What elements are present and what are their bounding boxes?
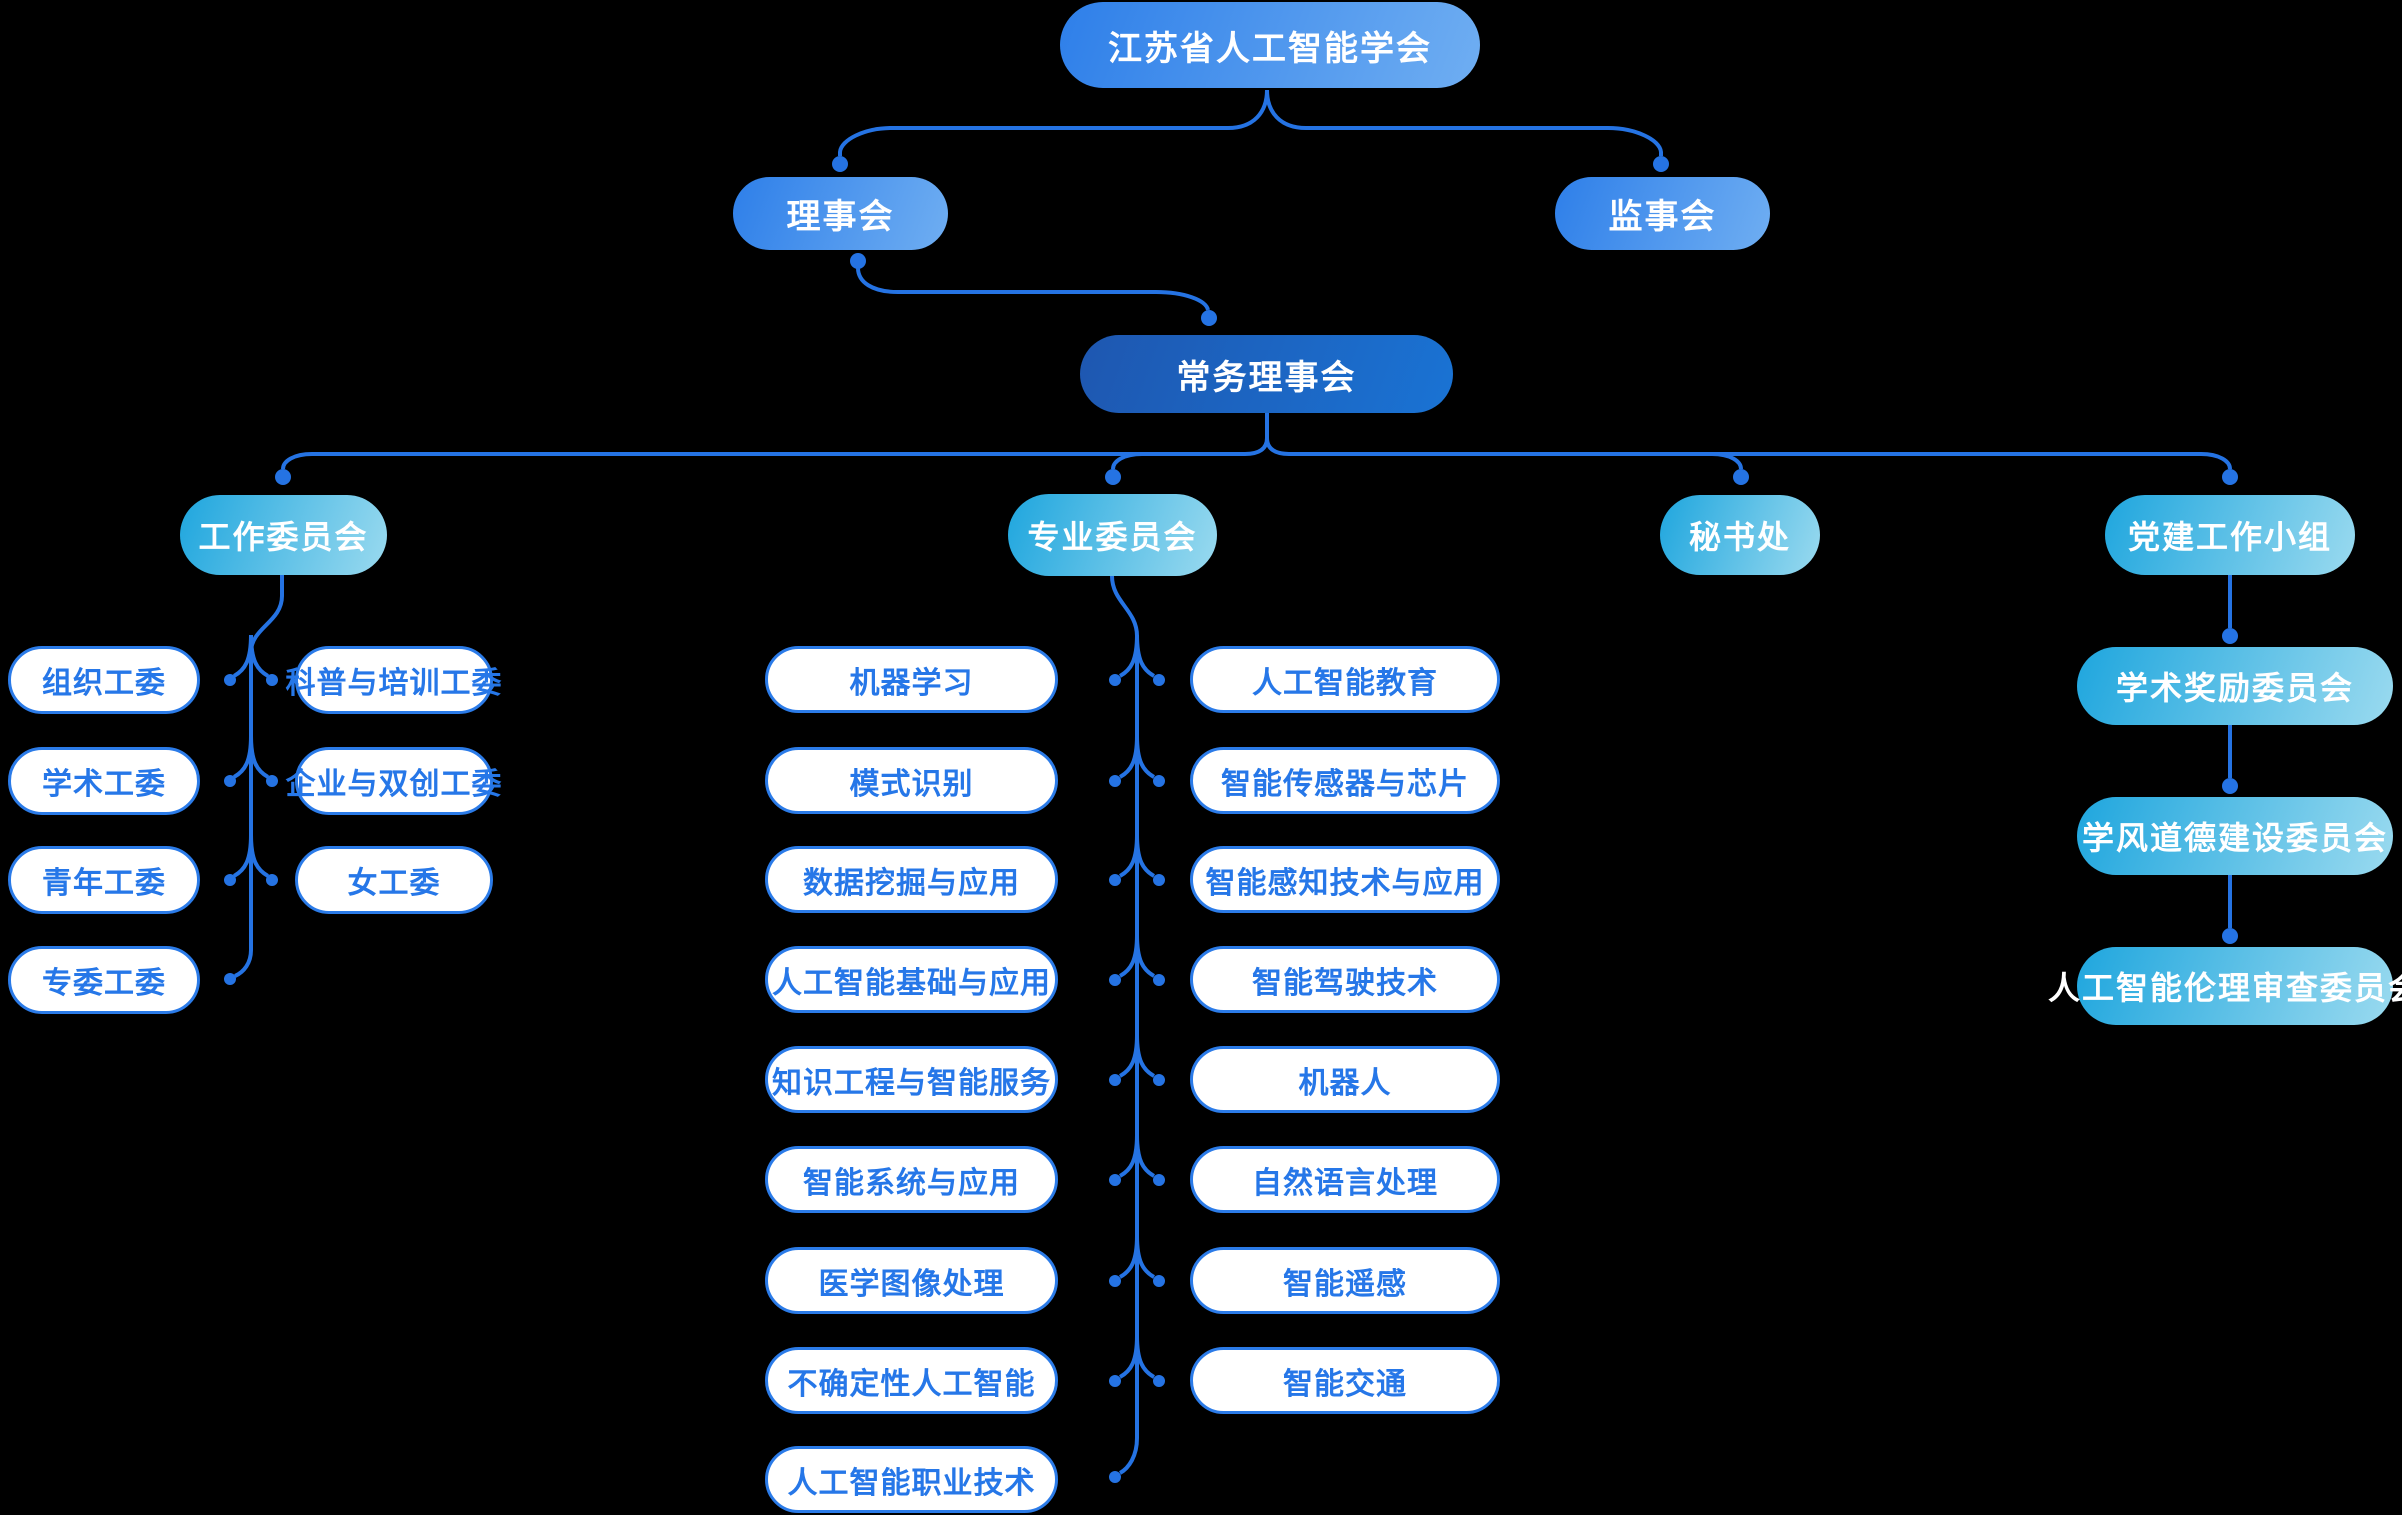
working-committee-node: 工作委员会 <box>180 495 387 575</box>
working-committee-child-node: 学术工委 <box>8 747 200 815</box>
root-node: 江苏省人工智能学会 <box>1060 2 1480 88</box>
professional-committee-child-node: 自然语言处理 <box>1190 1146 1500 1213</box>
professional-committee-child-node: 人工智能职业技术 <box>765 1446 1058 1513</box>
working-committee-child-node: 企业与双创工委 <box>286 747 502 815</box>
secretariat-node: 秘书处 <box>1660 495 1820 575</box>
working-committee-child-node: 青年工委 <box>8 846 200 914</box>
professional-committee-child-node: 医学图像处理 <box>765 1247 1058 1314</box>
professional-committee-child-node: 智能交通 <box>1190 1347 1500 1414</box>
professional-committee-child-node: 模式识别 <box>765 747 1058 814</box>
professional-committee-child-node: 智能感知技术与应用 <box>1190 846 1500 913</box>
professional-committee-child-node: 人工智能基础与应用 <box>765 946 1058 1013</box>
professional-committee-child-node: 机器学习 <box>765 646 1058 713</box>
professional-committee-child-node: 知识工程与智能服务 <box>765 1046 1058 1113</box>
professional-committee-child-node: 机器人 <box>1190 1046 1500 1113</box>
party-building-group-node: 党建工作小组 <box>2105 495 2355 575</box>
professional-committee-child-node: 智能遥感 <box>1190 1247 1500 1314</box>
working-committee-child-node: 专委工委 <box>8 946 200 1014</box>
professional-committee-node: 专业委员会 <box>1008 494 1217 576</box>
party-building-child-node: 学术奖励委员会 <box>2077 647 2393 725</box>
board-of-directors-node: 理事会 <box>733 177 948 250</box>
professional-committee-child-node: 智能传感器与芯片 <box>1190 747 1500 814</box>
working-committee-child-node: 科普与培训工委 <box>286 646 502 714</box>
professional-committee-child-node: 智能驾驶技术 <box>1190 946 1500 1013</box>
working-committee-child-node: 组织工委 <box>8 646 200 714</box>
professional-committee-child-node: 智能系统与应用 <box>765 1146 1058 1213</box>
working-committee-child-node: 女工委 <box>295 846 493 914</box>
party-building-child-node: 人工智能伦理审查委员会 <box>2048 947 2402 1025</box>
board-of-supervisors-node: 监事会 <box>1555 177 1770 250</box>
professional-committee-child-node: 人工智能教育 <box>1190 646 1500 713</box>
professional-committee-child-node: 不确定性人工智能 <box>765 1347 1058 1414</box>
party-building-child-node: 学风道德建设委员会 <box>2077 797 2393 875</box>
professional-committee-child-node: 数据挖掘与应用 <box>765 846 1058 913</box>
standing-council-node: 常务理事会 <box>1080 335 1453 413</box>
